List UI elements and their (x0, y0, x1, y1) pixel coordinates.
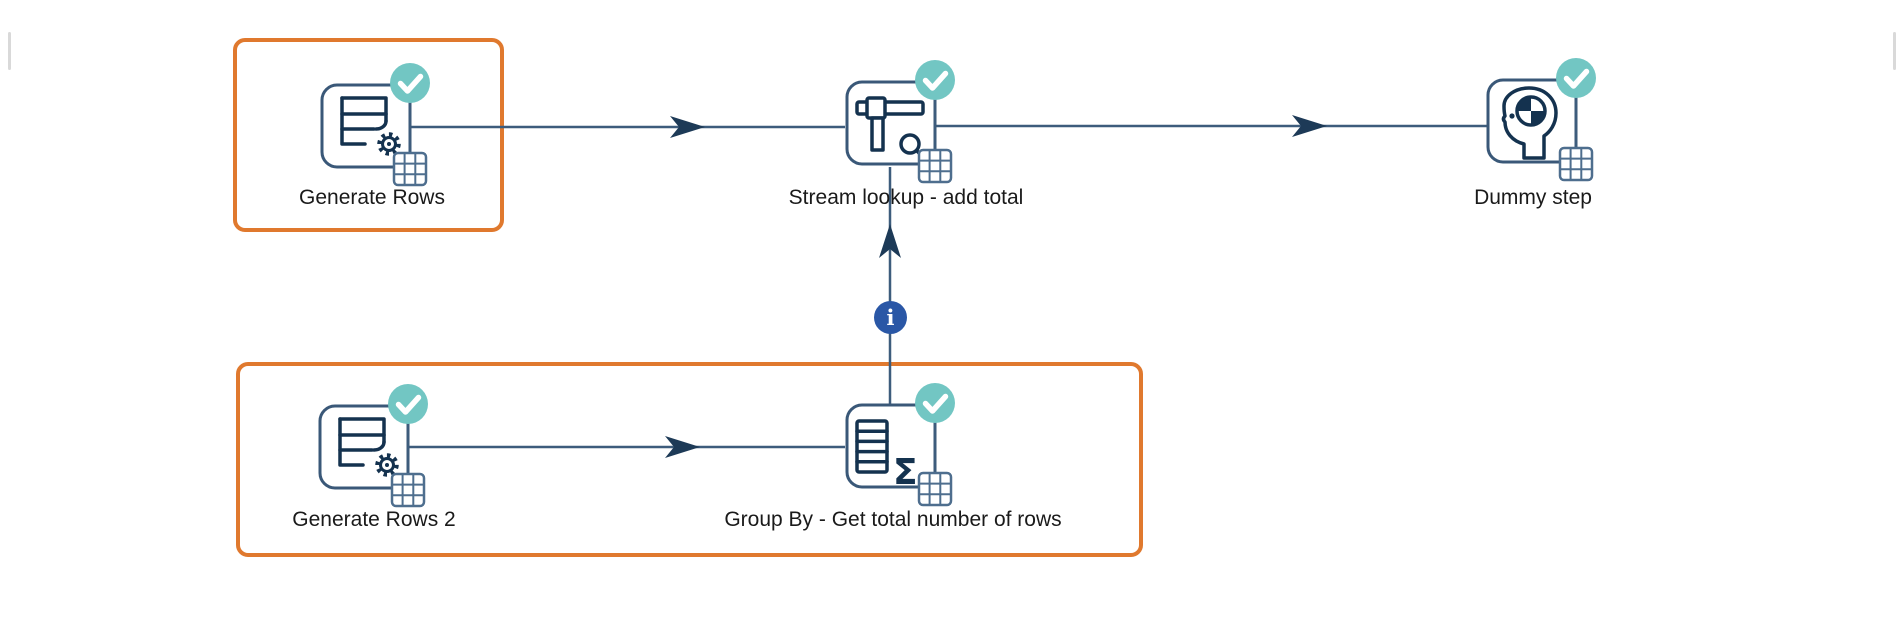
left-edge-line (8, 32, 11, 70)
step-label-stream-lookup: Stream lookup - add total (788, 186, 1024, 209)
success-check-icon (915, 60, 955, 100)
highlight-box-second-stream (236, 362, 1143, 557)
step-group-by[interactable]: Σ (843, 381, 959, 507)
step-label-generate-rows: Generate Rows (299, 186, 445, 209)
data-grid-icon (917, 471, 953, 507)
right-edge-line (1893, 32, 1896, 70)
success-check-icon (388, 384, 428, 424)
gear-icon (375, 130, 403, 158)
gear-icon (373, 451, 401, 479)
step-stream-lookup[interactable] (843, 58, 959, 184)
step-generate-rows[interactable] (318, 61, 434, 187)
step-generate-rows-2[interactable] (316, 382, 432, 508)
step-label-dummy: Dummy step (1474, 186, 1592, 209)
success-check-icon (1556, 58, 1596, 98)
info-hop-icon[interactable]: i (874, 301, 907, 334)
highlight-box-generate-rows (233, 38, 504, 232)
data-grid-icon (1558, 146, 1594, 182)
step-label-group-by: Group By - Get total number of rows (724, 508, 1062, 531)
step-dummy[interactable] (1484, 56, 1600, 182)
step-label-generate-rows-2: Generate Rows 2 (292, 508, 456, 531)
success-check-icon (390, 63, 430, 103)
table-sigma-icon: Σ (855, 419, 918, 493)
sigma-glyph: Σ (893, 452, 918, 493)
table-rows-gear-icon (340, 96, 403, 158)
data-grid-icon (917, 148, 953, 184)
success-check-icon (915, 383, 955, 423)
hop-generate-rows-to-stream-lookup[interactable] (366, 116, 845, 138)
head-brain-icon (1501, 86, 1558, 160)
hop-stream-lookup-to-dummy[interactable] (892, 115, 1532, 137)
hop-generate-rows-2-to-group-by[interactable] (364, 436, 845, 458)
data-grid-icon (392, 151, 428, 187)
table-rows-gear-icon (338, 417, 401, 479)
data-grid-icon (390, 472, 426, 508)
